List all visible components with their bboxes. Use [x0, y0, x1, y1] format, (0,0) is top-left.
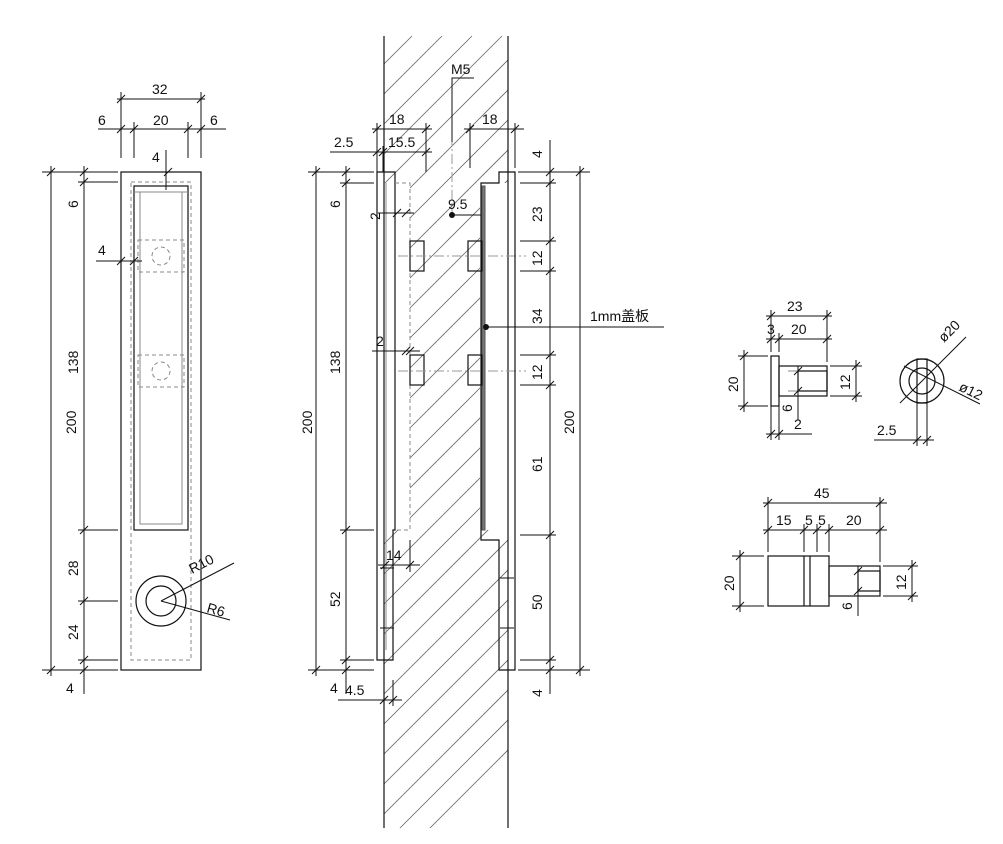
wall-hatch	[384, 36, 508, 828]
long-overall-45: 45	[814, 485, 830, 501]
sec-inner-14: 14	[386, 547, 402, 563]
sec-inner-2b: 2	[376, 333, 384, 349]
right-handle-outline	[480, 171, 516, 671]
long-inner-6: 6	[839, 602, 855, 610]
front-left-138: 138	[65, 350, 81, 374]
pin-right-12: 12	[837, 374, 853, 390]
sec-right-18: 18	[482, 111, 498, 127]
cover-plate-label: 1mm盖板	[590, 308, 649, 324]
front-left-28: 28	[65, 560, 81, 576]
pin-top-23: 23	[787, 298, 803, 314]
front-top-right: 6	[210, 112, 218, 128]
screw-hole-mid	[151, 361, 171, 381]
sec-inner-2a: 2	[367, 212, 383, 220]
long-seg-15: 15	[776, 512, 792, 528]
sec-right-61: 61	[529, 456, 545, 472]
sec-left-138: 138	[327, 350, 343, 374]
pin-top-20: 20	[791, 321, 807, 337]
sec-right-23: 23	[529, 206, 545, 222]
front-window-outer	[133, 185, 189, 531]
sec-left-4: 4	[330, 680, 338, 696]
long-seg-5a: 5	[805, 512, 813, 528]
front-view: R10 R6 32 6 20 6 4	[42, 81, 235, 696]
pin-inner-6: 6	[779, 404, 795, 412]
front-dashed-outline	[130, 181, 192, 661]
sec-right-4-top: 4	[529, 150, 545, 158]
sec-right-4-bottom: 4	[529, 689, 545, 697]
front-body-outline	[120, 171, 202, 671]
dia-12-label: ø12	[957, 378, 986, 403]
front-left-total: 200	[63, 410, 79, 434]
screw-label: M5	[451, 61, 471, 77]
sec-right-total: 200	[561, 410, 577, 434]
sec-right-34: 34	[529, 308, 545, 324]
long-seg-5b: 5	[818, 512, 826, 528]
sec-right-50: 50	[529, 594, 545, 610]
sec-left-2-5: 2.5	[334, 134, 354, 150]
front-window-inner	[139, 191, 183, 525]
long-body	[767, 555, 830, 607]
offset-2-5-label: 2.5	[877, 422, 897, 438]
sec-left-15-5: 15.5	[388, 134, 415, 150]
dia-20-label: ø20	[935, 317, 964, 346]
long-seg-20: 20	[846, 512, 862, 528]
front-top-mid: 20	[153, 112, 169, 128]
front-top-left: 6	[98, 112, 106, 128]
front-left-24: 24	[65, 624, 81, 640]
pin-top-3: 3	[767, 321, 775, 337]
sec-right-12b: 12	[529, 364, 545, 380]
front-left-4: 4	[66, 680, 74, 696]
depth-9-5: 9.5	[448, 196, 468, 212]
front-radius-inner-label: R6	[205, 600, 227, 620]
left-handle-outline	[376, 171, 396, 661]
knob-inner-circle	[145, 585, 177, 617]
sec-left-total: 200	[299, 410, 315, 434]
section-view: M5 9.5 1mm盖板 18 2.5 15.5 18	[299, 36, 664, 828]
long-right-12: 12	[893, 574, 909, 590]
pin-side-detail: 23 3 20 20 12 6 2	[725, 298, 862, 440]
sec-right-12a: 12	[529, 250, 545, 266]
knob-outer-circle	[135, 575, 187, 627]
pin-left-20: 20	[725, 376, 741, 392]
sec-left-52: 52	[327, 591, 343, 607]
sec-left-4-5: 4.5	[345, 682, 365, 698]
pin-shaft	[797, 370, 828, 392]
pin-flange	[770, 355, 780, 407]
sec-left-18: 18	[389, 111, 405, 127]
front-top-gap: 4	[152, 149, 160, 165]
pin-end-detail: ø20 ø12 2.5	[874, 317, 986, 446]
pin-long-detail: 45 15 5 5 20 20 12 6	[721, 485, 918, 616]
long-left-20: 20	[721, 575, 737, 591]
front-top-overall: 32	[152, 81, 168, 97]
screw-hole-top	[151, 246, 171, 266]
front-side-4: 4	[98, 242, 106, 258]
pin-bottom-2: 2	[794, 416, 802, 432]
sec-left-6: 6	[327, 200, 343, 208]
front-left-6: 6	[65, 200, 81, 208]
